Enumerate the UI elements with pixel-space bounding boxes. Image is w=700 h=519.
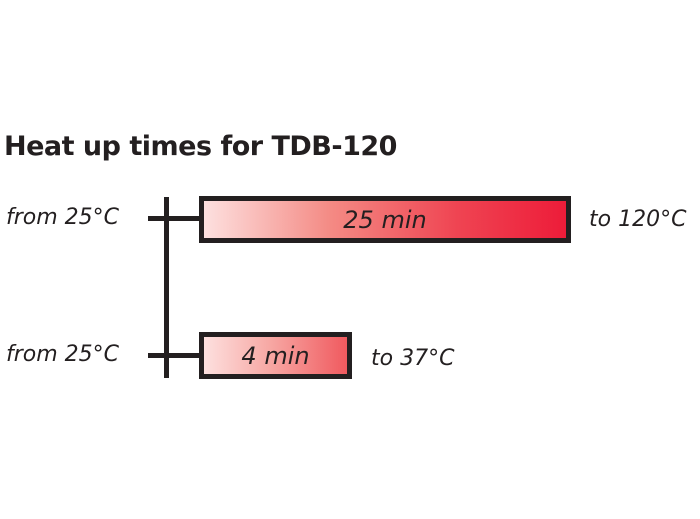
row-1-to-label: to 120°C [589,207,687,232]
row-1-tick [148,216,202,221]
row-1-bar: 25 min [199,196,571,243]
y-axis-line [164,197,169,378]
row-1-from-label: from 25°C [6,205,120,230]
row-2-bar-label: 4 min [241,341,310,370]
row-2-tick [148,353,202,358]
row-2-bar: 4 min [199,332,352,379]
row-1-bar-label: 25 min [343,205,427,234]
row-2-from-label: from 25°C [6,342,120,367]
row-2-to-label: to 37°C [371,346,455,371]
chart-title: Heat up times for TDB-120 [4,131,397,162]
